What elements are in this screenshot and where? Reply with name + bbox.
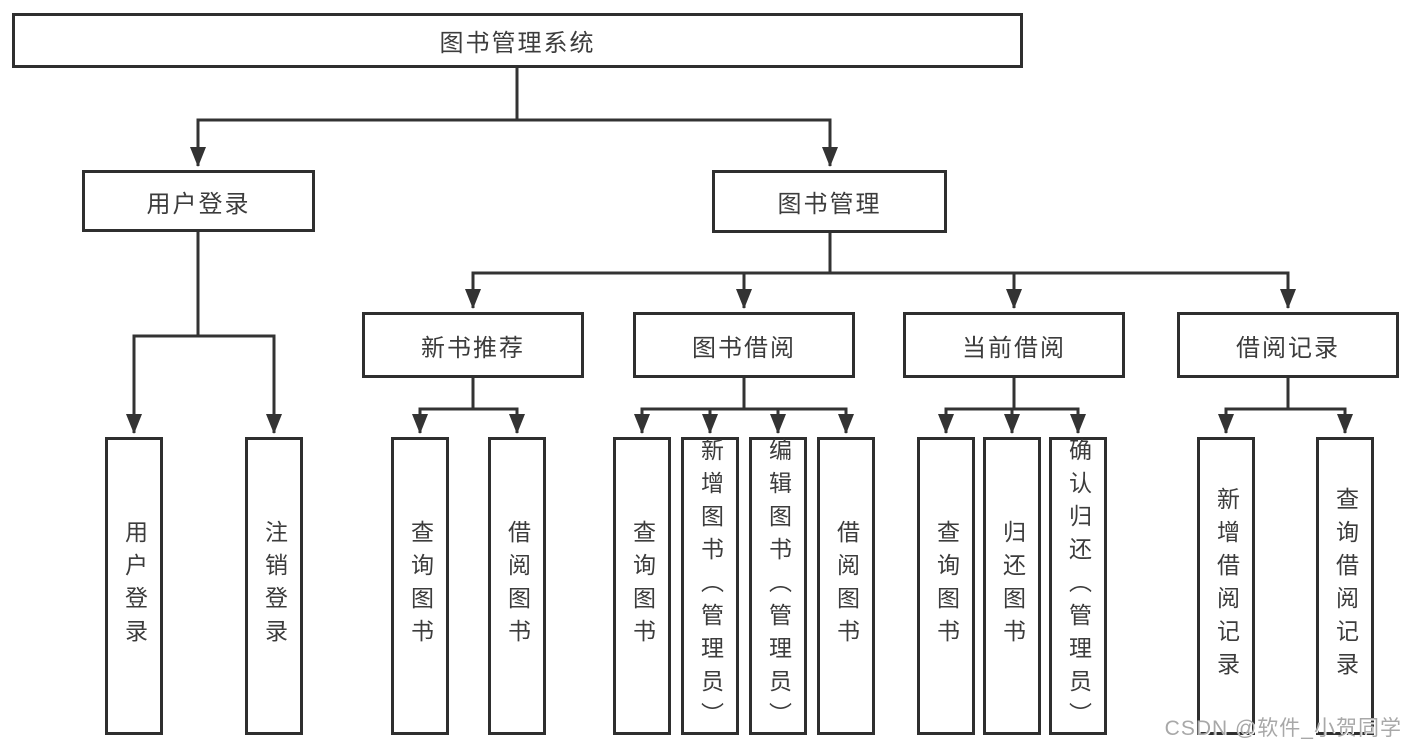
node-leaf-query-borrow-record-label: 查询借阅记录 bbox=[1332, 487, 1359, 685]
node-leaf-edit-books-admin-label: 编辑图书（管理员） bbox=[765, 437, 792, 735]
node-leaf-confirm-return-admin: 确认归还（管理员） bbox=[1049, 437, 1107, 735]
node-library-management-system: 图书管理系统 bbox=[12, 13, 1023, 68]
node-borrowing-records: 借阅记录 bbox=[1177, 312, 1399, 378]
node-user-login: 用户登录 bbox=[82, 170, 315, 232]
node-leaf-query-books-2: 查询图书 bbox=[613, 437, 671, 735]
node-leaf-borrow-books-1: 借阅图书 bbox=[488, 437, 546, 735]
node-leaf-add-books-admin: 新增图书（管理员） bbox=[681, 437, 739, 735]
node-book-borrowing: 图书借阅 bbox=[633, 312, 855, 378]
node-leaf-query-books-1: 查询图书 bbox=[391, 437, 449, 735]
node-leaf-return-books: 归还图书 bbox=[983, 437, 1041, 735]
node-leaf-logout: 注销登录 bbox=[245, 437, 303, 735]
node-leaf-borrow-books-2-label: 借阅图书 bbox=[833, 520, 860, 652]
node-leaf-confirm-return-admin-label: 确认归还（管理员） bbox=[1065, 437, 1092, 735]
node-current-borrowing: 当前借阅 bbox=[903, 312, 1125, 378]
node-leaf-borrow-books-2: 借阅图书 bbox=[817, 437, 875, 735]
node-new-book-recommendation: 新书推荐 bbox=[362, 312, 584, 378]
node-leaf-query-books-1-label: 查询图书 bbox=[407, 520, 434, 652]
node-leaf-return-books-label: 归还图书 bbox=[999, 520, 1026, 652]
node-leaf-query-books-3-label: 查询图书 bbox=[933, 520, 960, 652]
node-leaf-logout-label: 注销登录 bbox=[261, 520, 288, 652]
node-book-management: 图书管理 bbox=[712, 170, 947, 233]
node-leaf-edit-books-admin: 编辑图书（管理员） bbox=[749, 437, 807, 735]
node-leaf-add-books-admin-label: 新增图书（管理员） bbox=[697, 437, 724, 735]
node-leaf-user-login-label: 用户登录 bbox=[121, 520, 148, 652]
node-leaf-query-books-2-label: 查询图书 bbox=[629, 520, 656, 652]
node-leaf-user-login: 用户登录 bbox=[105, 437, 163, 735]
node-leaf-add-borrow-record-label: 新增借阅记录 bbox=[1213, 487, 1240, 685]
node-leaf-query-borrow-record: 查询借阅记录 bbox=[1316, 437, 1374, 735]
node-leaf-query-books-3: 查询图书 bbox=[917, 437, 975, 735]
csdn-watermark: CSDN @软件_小贺同学 bbox=[1164, 717, 1402, 740]
node-leaf-add-borrow-record: 新增借阅记录 bbox=[1197, 437, 1255, 735]
node-leaf-borrow-books-1-label: 借阅图书 bbox=[504, 520, 531, 652]
